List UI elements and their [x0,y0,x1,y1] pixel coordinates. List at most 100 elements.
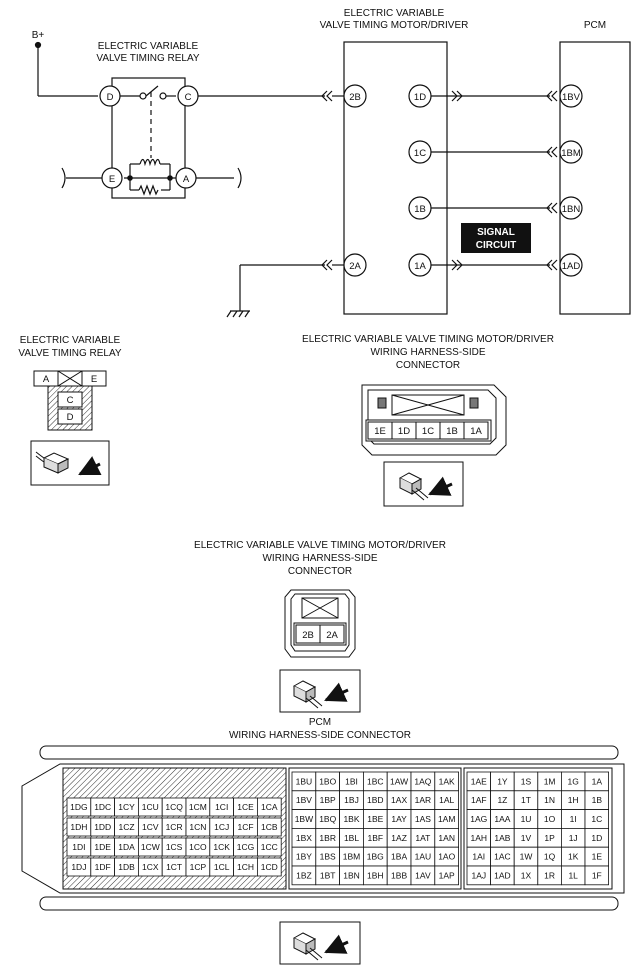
pcm-pin-label: 1CH [237,862,254,872]
pcm-pin-label: 1N [544,795,555,805]
pcm-pin-label: 1AO [438,852,455,862]
pcm-pin-label: 1O [544,814,556,824]
pcm-pin-label: 1AZ [391,833,407,843]
pcm-pin-label: 1G [568,776,579,786]
pcm-pin-label: 1AU [415,852,432,862]
pcm-pin-label: 1AP [439,870,455,880]
pcm-pin-1ad-label: 1AD [562,261,581,272]
motor-connector-2-title-line3: CONNECTOR [288,566,352,577]
pcm-pin-label: 1AR [415,795,432,805]
pcm-pin-label: 1AW [390,776,408,786]
pcm-pin-label: 1BT [320,870,336,880]
motor-connector-2-pin-2a: 2A [326,630,338,641]
pcm-pin-label: 1AL [439,795,454,805]
pcm-pin-label: 1CM [189,802,207,812]
connector-view-icon [279,669,361,713]
relay-connector: ELECTRIC VARIABLE VALVE TIMING RELAY A E… [18,335,122,486]
pcm-pin-label: 1AM [438,814,455,824]
pcm-pin-label: 1BZ [296,870,312,880]
pcm-pin-label: 1AA [494,814,510,824]
motor-connector-1-pin-1c: 1C [422,426,434,437]
pcm-connector: PCM WIRING HARNESS-SIDE CONNECTOR 1DG 1DC… [21,717,625,965]
pcm-connector-title-line2: WIRING HARNESS-SIDE CONNECTOR [229,730,411,741]
pcm-pin-label: 1CT [166,862,182,872]
pcm-pin-cell [256,837,282,857]
schematic-labels: B+ ELECTRIC VARIABLE VALVE TIMING RELAY … [32,8,606,272]
pcm-pin-label: 1AV [415,870,431,880]
pcm-pin-label: 1CY [118,802,135,812]
pcm-pin-1bv [559,84,583,108]
pcm-box [559,41,631,315]
pcm-pin-label: 1CB [261,822,278,832]
pcm-pin-label: 1CF [237,822,253,832]
connector-view-icon [279,921,361,965]
motor-connector-2-title-line1: ELECTRIC VARIABLE VALVE TIMING MOTOR/DRI… [194,540,446,551]
pcm-pin-label: 1BA [391,852,407,862]
pcm-pin-label: 1CO [189,842,207,852]
pcm-pin-1ad [559,253,583,277]
pcm-pin-label: 1AD [494,870,511,880]
motor-connector-2: ELECTRIC VARIABLE VALVE TIMING MOTOR/DRI… [194,540,446,713]
pcm-pin-label: 1AE [471,776,487,786]
pcm-pin-label: 1CX [142,862,159,872]
pcm-pin-label: 1CA [261,802,278,812]
relay-terminal-d-label: D [107,92,114,103]
pcm-pin-label: 1BG [367,852,384,862]
pcm-pin-label: 1CN [189,822,206,832]
pcm-pin-label: 1CD [261,862,278,872]
pcm-pin-label: 1AQ [414,776,431,786]
pcm-pin-label: 1CC [261,842,278,852]
pcm-pin-cell [584,865,610,886]
pcm-pin-label: 1BI [345,776,358,786]
pcm-pin-label: 1BE [367,814,383,824]
pcm-pin-label: 1P [544,833,555,843]
pcm-pin-label: 1I [570,814,577,824]
pcm-pin-label: 1E [592,852,603,862]
pcm-pin-label: 1BK [343,814,359,824]
pcm-pin-cell [434,865,459,886]
relay-title-line1: ELECTRIC VARIABLE [98,41,199,52]
pcm-pin-label: 1DI [72,842,85,852]
pcm-pin-label: 1B [592,795,603,805]
pcm-pin-1bm [559,140,583,164]
pcm-pin-cell [256,817,282,837]
pcm-pin-label: 1BY [296,852,312,862]
pcm-pin-label: 1DE [94,842,111,852]
motor-title-line1: ELECTRIC VARIABLE [344,8,445,19]
signal-label-line1: SIGNAL [477,227,515,238]
pcm-pin-label: 1DD [94,822,111,832]
pcm-pin-label: 1AS [415,814,431,824]
motor-pin-2b [343,84,367,108]
pcm-pin-1bm-label: 1BM [561,148,581,159]
connector-view-icon [30,440,110,486]
pcm-pin-label: 1DG [70,802,87,812]
pcm-pin-label: 1CR [166,822,183,832]
pcm-pin-label: 1F [592,870,602,880]
pcm-pin-label: 1J [569,833,578,843]
pcm-pin-label: 1X [521,870,532,880]
bplus-label: B+ [32,30,45,41]
pcm-pin-label: 1AI [472,852,485,862]
pcm-pin-label: 1DC [94,802,111,812]
pcm-pin-label: 1L [568,870,578,880]
pcm-pin-label: 1AG [470,814,487,824]
pcm-pin-label: 1AF [471,795,487,805]
motor-title-line2: VALVE TIMING MOTOR/DRIVER [320,20,469,31]
pcm-pin-label: 1BW [295,814,313,824]
pcm-pin-label: 1K [568,852,579,862]
motor-connector-1-title-line1: ELECTRIC VARIABLE VALVE TIMING MOTOR/DRI… [302,334,554,345]
pcm-pin-label: 1Y [497,776,508,786]
pcm-pin-1bv-label: 1BV [562,92,581,103]
pcm-pin-label: 1DA [118,842,135,852]
pcm-pin-label: 1AT [415,833,430,843]
motor-driver-box [343,41,448,315]
pcm-pin-label: 1AK [439,776,455,786]
pcm-connector-title-line1: PCM [309,717,331,728]
pcm-title: PCM [584,20,606,31]
pcm-pin-label: 1S [521,776,532,786]
pcm-pin-label: 1BB [391,870,407,880]
pcm-pin-label: 1BD [367,795,384,805]
pcm-pin-label: 1AB [494,833,510,843]
pcm-pin-label: 1DH [70,822,87,832]
